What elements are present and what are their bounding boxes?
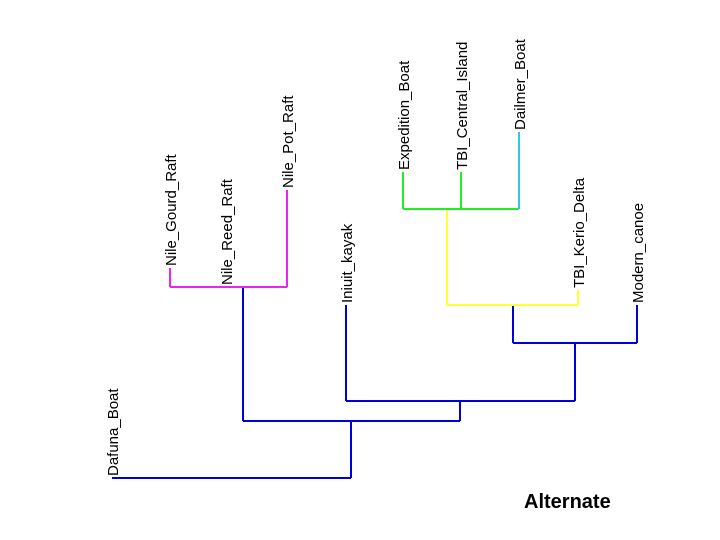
- leaf-label: Nile_Reed_Raft: [219, 178, 236, 285]
- leaf-label: Iniuit_kayak: [339, 223, 356, 303]
- leaf-label: TBI_Kerio_Delta: [571, 177, 588, 288]
- leaf-label: Dafuna_Boat: [105, 388, 122, 476]
- leaf-label: Nile_Gourd_Raft: [163, 153, 180, 266]
- branches: [112, 132, 638, 479]
- leaf-label: Nile_Pot_Raft: [280, 95, 297, 188]
- leaf-labels: Dafuna_Boat Nile_Gourd_Raft Nile_Reed_Raft…: [105, 38, 647, 476]
- leaf-label: TBI_Central_Island: [454, 42, 471, 170]
- chart-title: Alternate: [524, 491, 611, 513]
- leaf-label: Modern_canoe: [630, 203, 647, 303]
- leaf-label: Dailmer_Boat: [512, 38, 529, 130]
- leaf-label: Expedition_Boat: [396, 60, 413, 170]
